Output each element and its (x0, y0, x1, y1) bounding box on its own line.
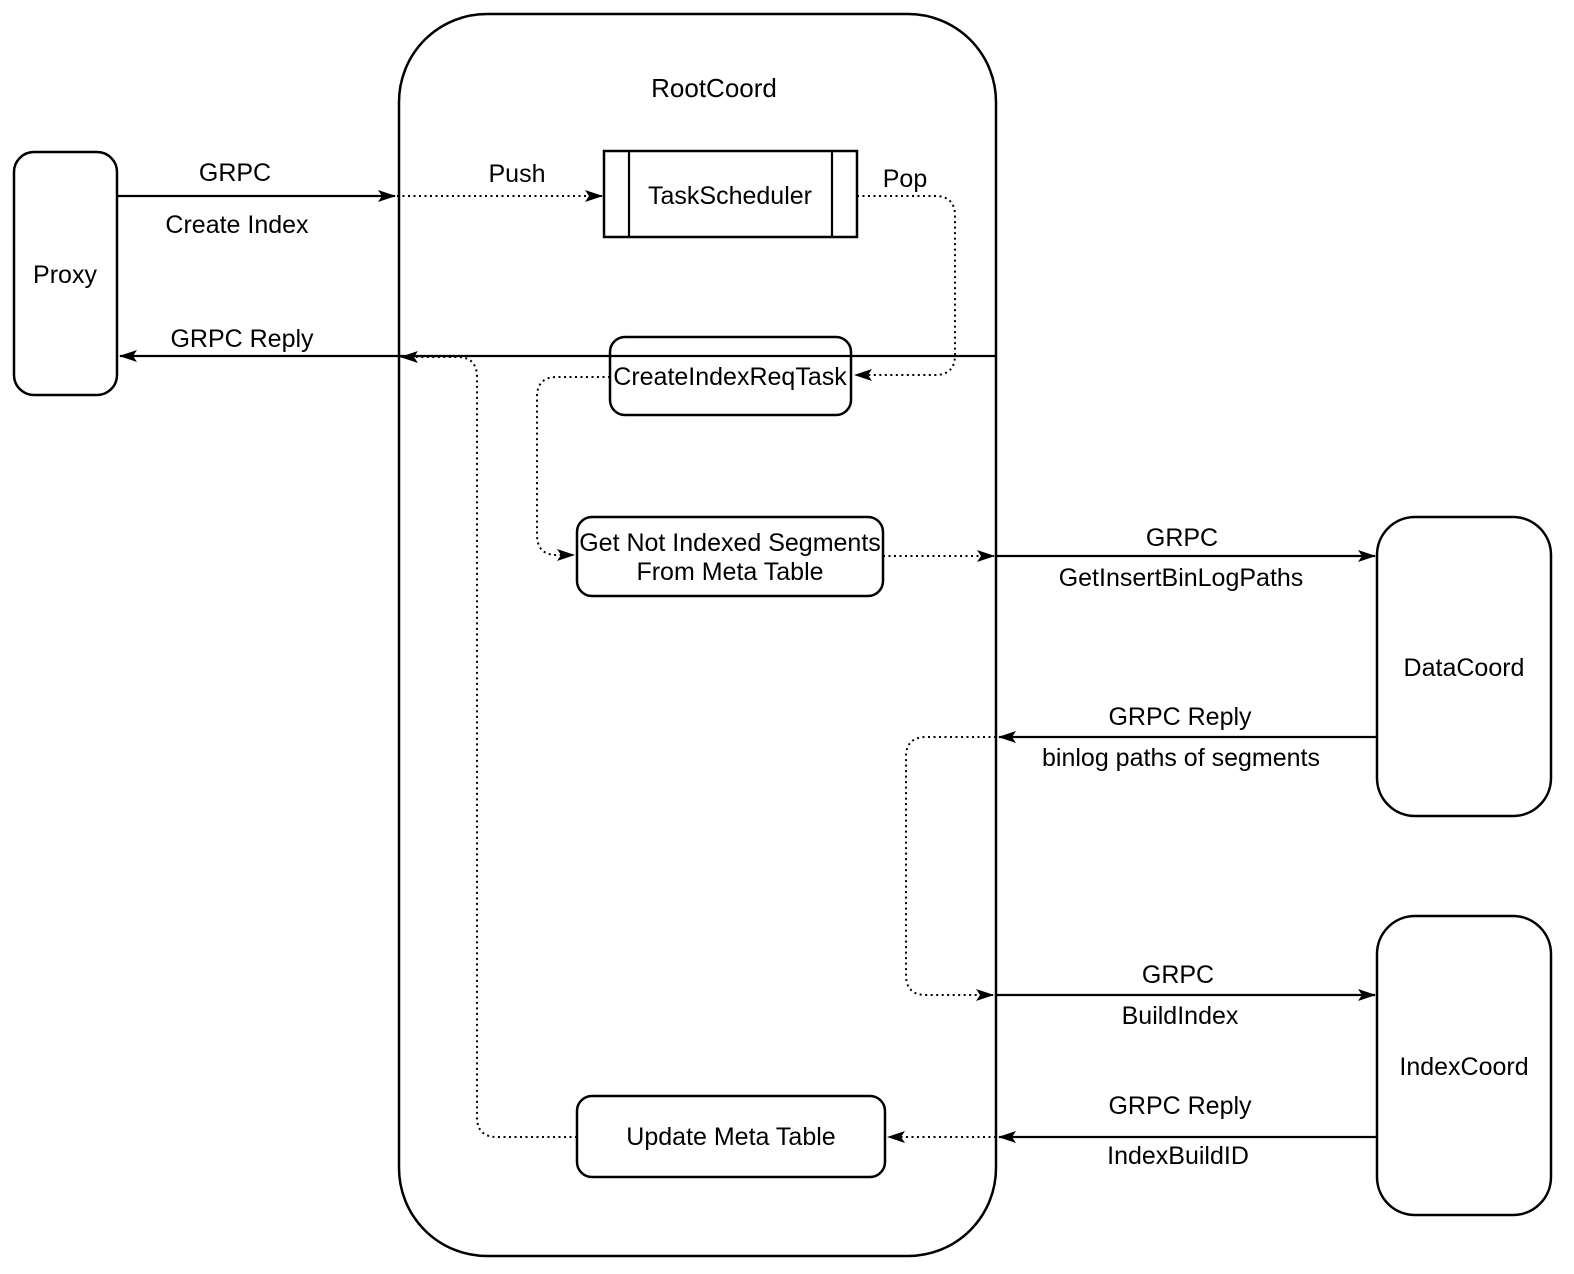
datacoord-label: DataCoord (1404, 654, 1525, 682)
edge-label-grpc-create-1: GRPC (199, 159, 271, 187)
edge-reqtask-to-segments (536, 376, 610, 561)
edge-binlog-to-buildindex (905, 736, 996, 1001)
edge-label-grpc-create-2: Create Index (165, 211, 309, 239)
edge-label-push: Push (489, 160, 546, 188)
indexcoord-label: IndexCoord (1399, 1053, 1528, 1081)
edge-label-grpc-reply-data-2: binlog paths of segments (1042, 744, 1320, 772)
edge-label-grpc-reply-data-1: GRPC Reply (1108, 703, 1252, 731)
proxy-node (12, 150, 119, 397)
create-index-req-task-label: CreateIndexReqTask (613, 363, 847, 391)
edge-label-grpc-getinsert-1: GRPC (1146, 524, 1218, 552)
edge-label-pop: Pop (883, 165, 927, 193)
get-not-indexed-segments-label-line1: Get Not Indexed Segments (579, 529, 881, 557)
task-scheduler-label: TaskScheduler (648, 182, 812, 210)
update-meta-table-label: Update Meta Table (626, 1123, 835, 1151)
edge-pop (854, 195, 956, 381)
rootcoord-container (397, 12, 998, 1258)
datacoord-node (1375, 515, 1553, 818)
edge-label-grpc-reply-index-1: GRPC Reply (1108, 1092, 1252, 1120)
edge-label-grpc-reply-proxy: GRPC Reply (170, 325, 314, 353)
get-not-indexed-segments-label-line2: From Meta Table (636, 558, 823, 586)
proxy-label: Proxy (33, 261, 97, 289)
rootcoord-label: RootCoord (651, 73, 777, 103)
task-scheduler-node (602, 149, 859, 239)
edge-update-meta-to-reply (400, 351, 577, 1138)
edge-label-grpc-build-2: BuildIndex (1122, 1002, 1239, 1030)
indexcoord-node (1375, 914, 1553, 1217)
edge-label-grpc-build-1: GRPC (1142, 961, 1214, 989)
edge-label-grpc-getinsert-2: GetInsertBinLogPaths (1059, 564, 1304, 592)
edge-label-grpc-reply-index-2: IndexBuildID (1107, 1142, 1249, 1170)
